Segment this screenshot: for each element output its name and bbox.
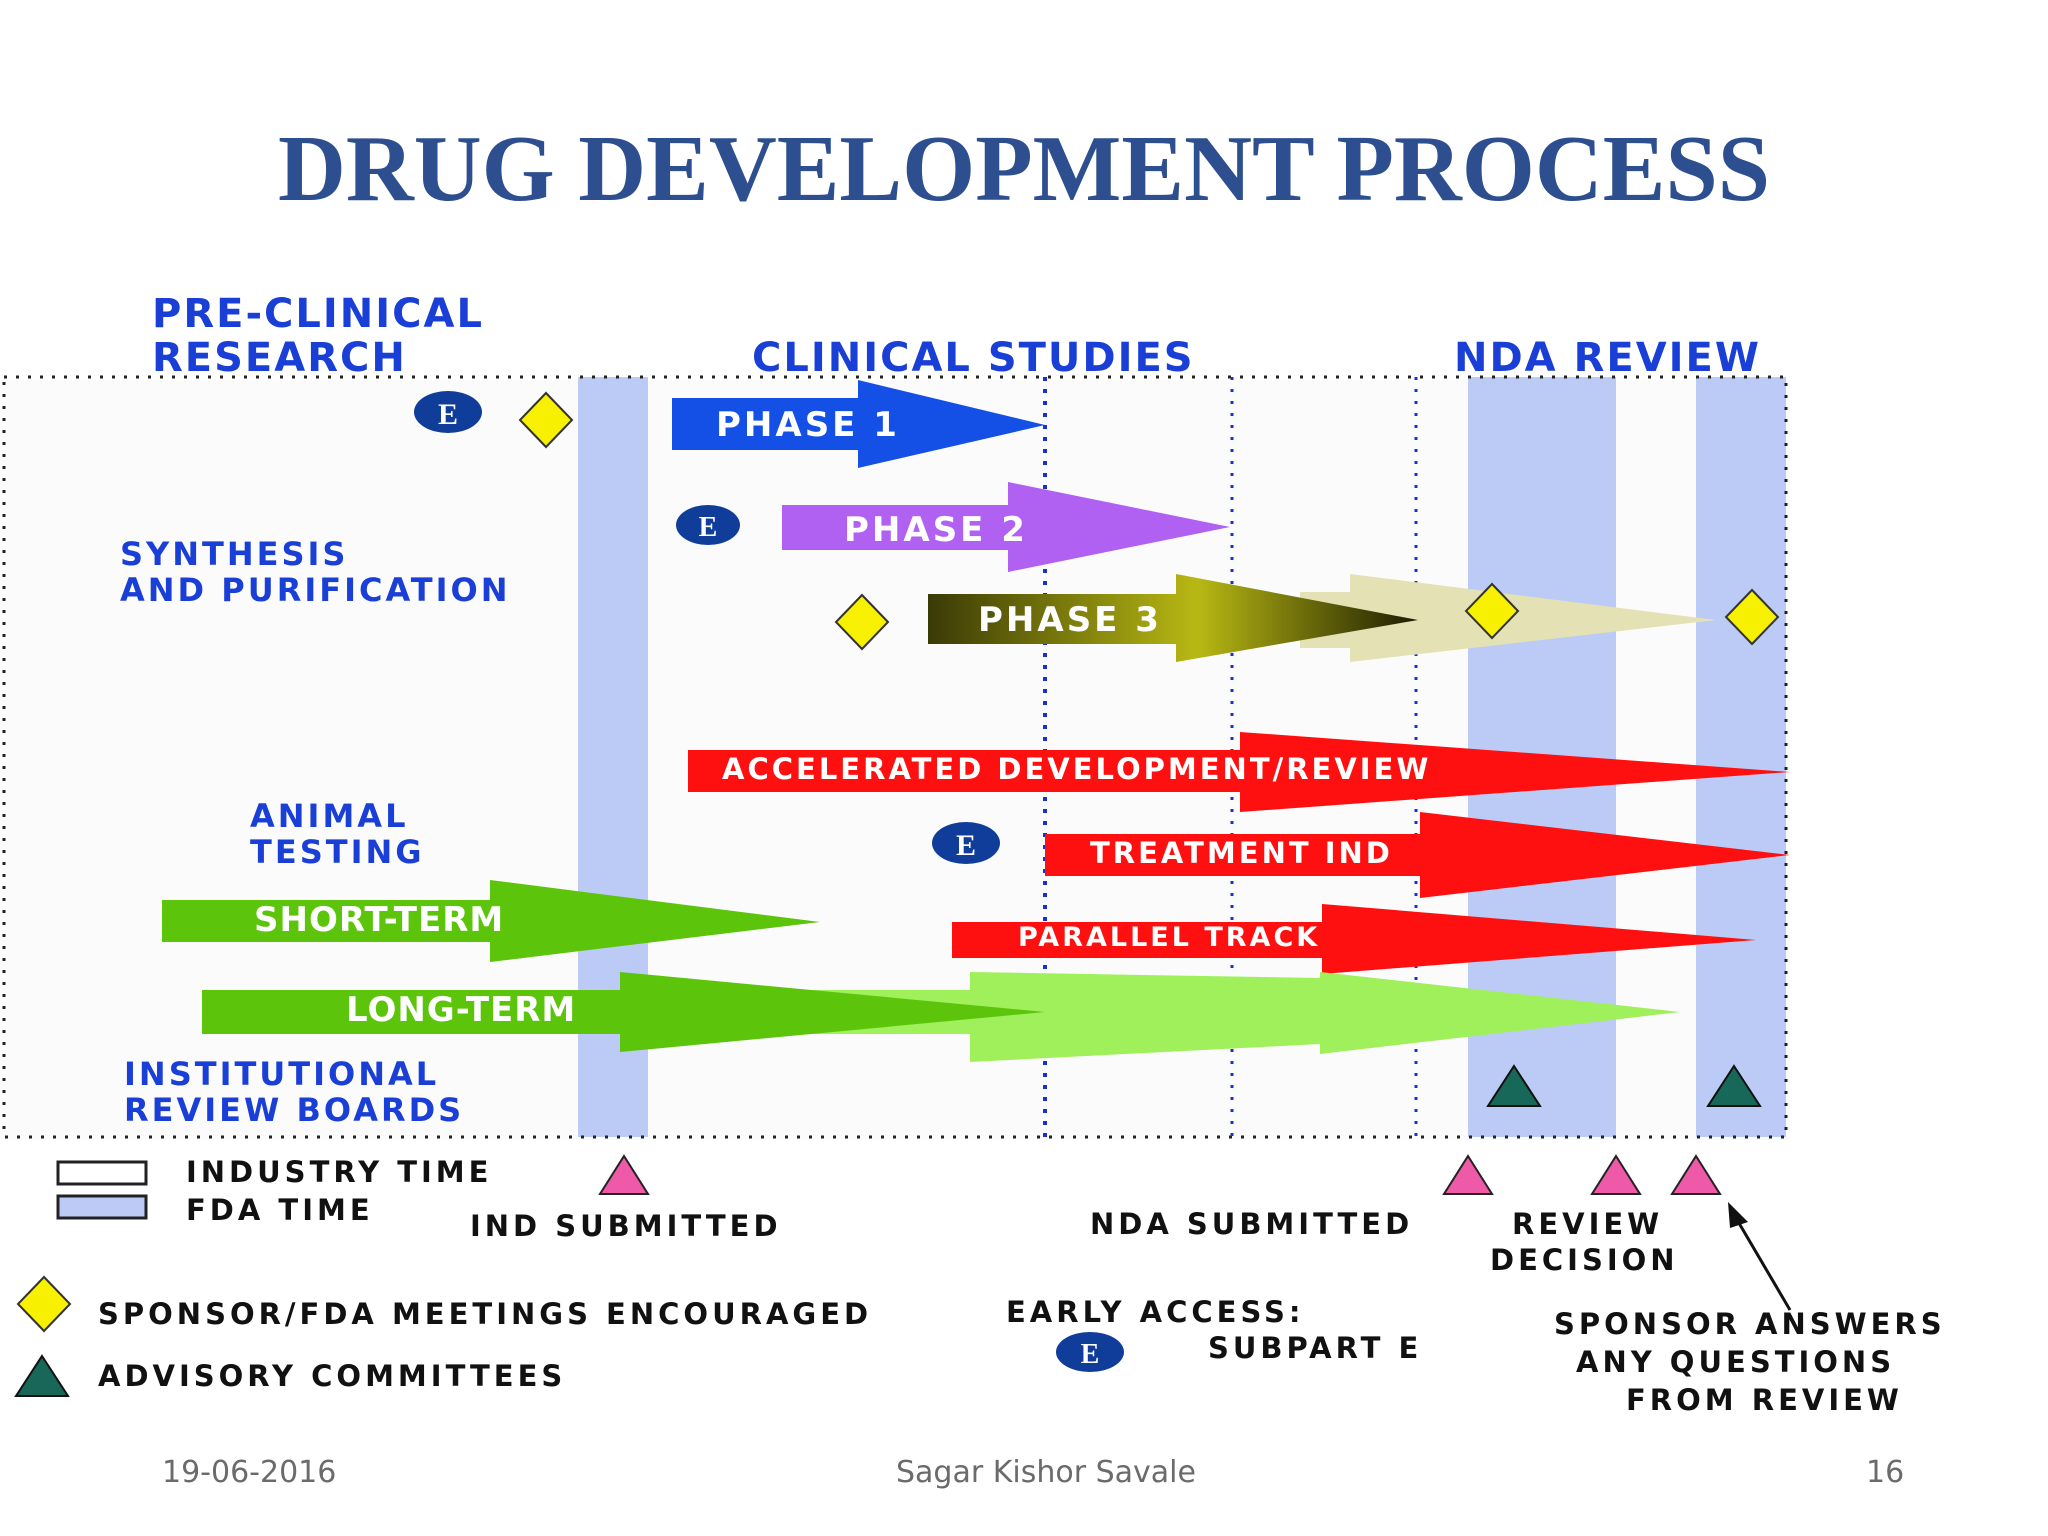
footer-date: 19-06-2016 [162, 1455, 337, 1490]
sponsor-pointer-line [1734, 1217, 1792, 1311]
sponsor-answers-triangle [1670, 1154, 1722, 1195]
phase1-arrow [672, 380, 1045, 468]
preclinical-heading-line1: PRE-CLINICAL [152, 291, 484, 337]
legend-advisory-triangle [14, 1354, 70, 1397]
irb-label-line1: INSTITUTIONAL [124, 1055, 440, 1093]
long-term-arrow [202, 972, 1045, 1052]
long-term-extension [640, 972, 1680, 1062]
legend-early-access-line1: EARLY ACCESS: [1006, 1295, 1305, 1329]
meeting-diamond-nda [1464, 582, 1520, 640]
long-term-label: LONG-TERM [346, 990, 577, 1030]
advisory-triangle-review [1706, 1064, 1762, 1107]
page-title: DRUG DEVELOPMENT PROCESS [277, 117, 1771, 221]
e-badge-legend: E [1056, 1332, 1124, 1372]
phase2-label: PHASE 2 [844, 510, 1028, 550]
e-badge-label: E [956, 829, 976, 862]
legend-fda-time: FDA TIME [186, 1193, 374, 1227]
ind-submitted-triangle [598, 1154, 650, 1195]
synthesis-label-line2: AND PURIFICATION [120, 571, 511, 609]
review-decision-label-line2: DECISION [1490, 1243, 1679, 1277]
legend-fda-box [56, 1194, 148, 1220]
animal-label-line2: TESTING [250, 833, 425, 871]
legend-early-access-line2: SUBPART E [1208, 1331, 1423, 1365]
footer-author: Sagar Kishor Savale [896, 1455, 1196, 1490]
e-badge-label: E [438, 398, 458, 431]
sponsor-answers-line3: FROM REVIEW [1626, 1383, 1903, 1417]
phase3-arrow [928, 574, 1418, 662]
synthesis-label-line1: SYNTHESIS [120, 535, 349, 573]
timeline-frame [2, 375, 1788, 1139]
parallel-track-arrow [952, 904, 1756, 974]
parallel-track-label: PARALLEL TRACK [1018, 922, 1321, 953]
irb-label-line2: REVIEW BOARDS [124, 1091, 465, 1129]
meeting-diamond-review [1724, 588, 1780, 646]
sponsor-answers-line1: SPONSOR ANSWERS [1554, 1307, 1946, 1341]
meeting-diamond-phase2 [834, 593, 890, 651]
nda-submitted-label: NDA SUBMITTED [1090, 1207, 1414, 1241]
legend-meetings: SPONSOR/FDA MEETINGS ENCOURAGED [98, 1297, 873, 1331]
e-badge-treatment: E [932, 822, 1000, 864]
nda-submitted-triangle [1442, 1154, 1494, 1195]
phase1-label: PHASE 1 [716, 405, 900, 445]
short-term-arrow [162, 880, 820, 962]
e-badge-phase2: E [676, 505, 740, 545]
sponsor-answers-line2: ANY QUESTIONS [1576, 1345, 1896, 1379]
review-decision-triangle [1590, 1154, 1642, 1195]
legend-industry-box [56, 1160, 148, 1186]
ind-submitted-label: IND SUBMITTED [470, 1209, 782, 1243]
short-term-label: SHORT-TERM [254, 900, 505, 940]
accelerated-label: ACCELERATED DEVELOPMENT/REVIEW [722, 752, 1432, 786]
e-badge-preclinical: E [414, 391, 482, 433]
nda-review-heading: NDA REVIEW [1454, 335, 1761, 381]
phase2-arrow [782, 482, 1230, 572]
meeting-diamond-preclinical [518, 391, 574, 449]
treatment-ind-label: TREATMENT IND [1090, 836, 1393, 870]
legend-advisory: ADVISORY COMMITTEES [98, 1359, 567, 1393]
legend-industry-time: INDUSTRY TIME [186, 1155, 493, 1189]
review-decision-label-line1: REVIEW [1512, 1207, 1664, 1241]
preclinical-heading-line2: RESEARCH [152, 335, 407, 381]
fda-band-answer-review [1696, 377, 1786, 1137]
treatment-ind-arrow [1045, 812, 1790, 898]
legend-diamond [16, 1275, 72, 1333]
sponsor-pointer-head [1728, 1202, 1748, 1228]
footer-page-number: 16 [1866, 1455, 1905, 1490]
e-badge-label: E [1081, 1339, 1100, 1370]
advisory-triangle-nda [1486, 1064, 1542, 1107]
phase3-label: PHASE 3 [978, 600, 1162, 640]
accelerated-arrow [688, 732, 1790, 812]
clinical-heading: CLINICAL STUDIES [752, 335, 1195, 381]
e-badge-label: E [699, 512, 718, 543]
animal-label-line1: ANIMAL [250, 797, 409, 835]
